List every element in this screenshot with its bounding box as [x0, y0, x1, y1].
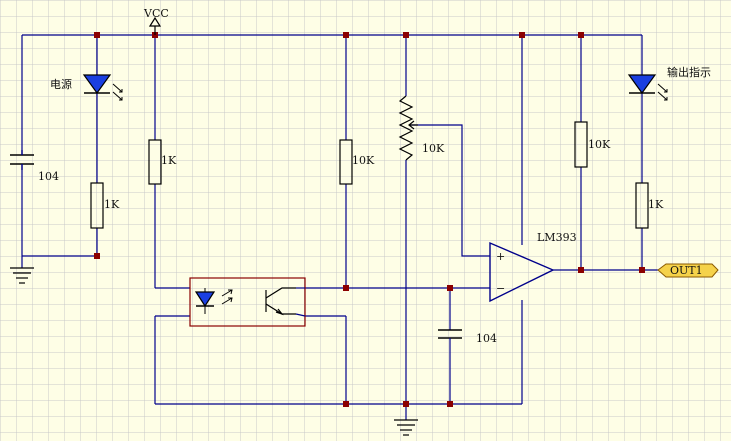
pot-label: 10K — [422, 142, 445, 155]
led-icon — [82, 74, 123, 101]
led-icon — [627, 74, 668, 101]
resistor-icon — [339, 139, 353, 185]
phototransistor-icon — [189, 277, 306, 327]
out-port-label: OUT1 — [670, 264, 703, 277]
resistor-icon — [148, 139, 162, 185]
comparator-minus-sign: − — [496, 282, 505, 295]
resistor-icon — [635, 182, 649, 229]
r-opto-label: 1K — [161, 154, 177, 167]
vcc-arrow-icon — [148, 16, 162, 35]
vcc-label: VCC — [143, 7, 169, 20]
out-port — [657, 263, 719, 278]
r-out-led-label: 1K — [648, 198, 664, 211]
ground-icon — [10, 267, 34, 284]
resistor-icon — [90, 182, 104, 229]
comparator-icon — [489, 241, 555, 303]
power-led-label: 电源 — [50, 77, 72, 91]
r-pullup-out-label: 10K — [588, 138, 611, 151]
r-power-led-label: 1K — [104, 198, 120, 211]
potentiometer-icon — [398, 95, 418, 161]
output-led-label: 输出指示 — [667, 65, 711, 79]
wires — [21, 34, 658, 420]
capacitor-icon — [10, 150, 34, 170]
resistor-icon — [574, 121, 588, 168]
r-pullup-in-label: 10K — [352, 154, 375, 167]
ground-icon — [394, 419, 418, 436]
comparator-label: LM393 — [537, 231, 577, 244]
cap-bottom-label: 104 — [476, 332, 497, 345]
cap-left-label: 104 — [38, 170, 59, 183]
comparator-plus-sign: + — [496, 250, 505, 263]
